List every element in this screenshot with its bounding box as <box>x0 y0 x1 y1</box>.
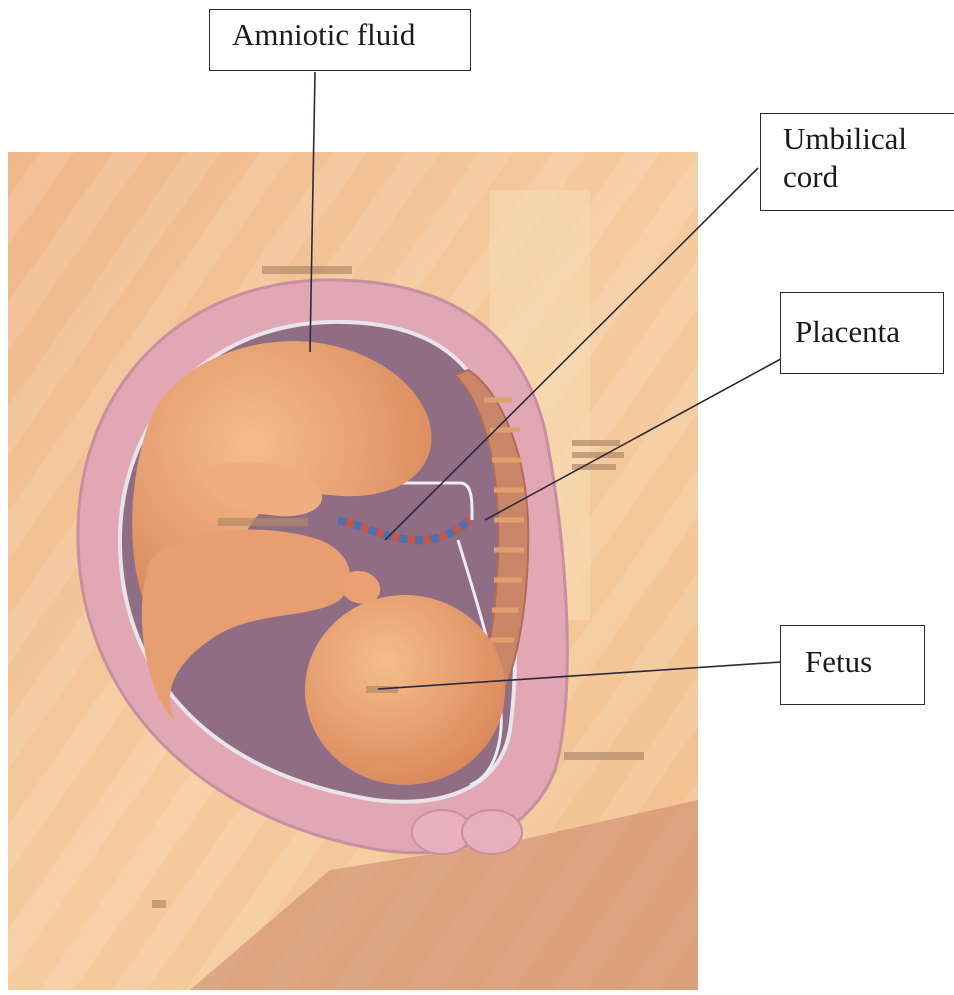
label-umbilical-cord: Umbilical cord <box>760 113 954 211</box>
label-umbilical-cord-line2: cord <box>783 158 941 196</box>
label-fetus-text: Fetus <box>805 644 872 679</box>
label-fetus: Fetus <box>780 625 925 705</box>
cervix-right <box>462 810 522 854</box>
label-umbilical-cord-line1: Umbilical <box>783 120 941 158</box>
label-amniotic-fluid: Amniotic fluid <box>209 9 471 71</box>
label-amniotic-fluid-text: Amniotic fluid <box>232 17 415 52</box>
label-placenta-text: Placenta <box>795 314 900 349</box>
fetus-head <box>305 595 505 785</box>
label-placenta: Placenta <box>780 292 944 374</box>
